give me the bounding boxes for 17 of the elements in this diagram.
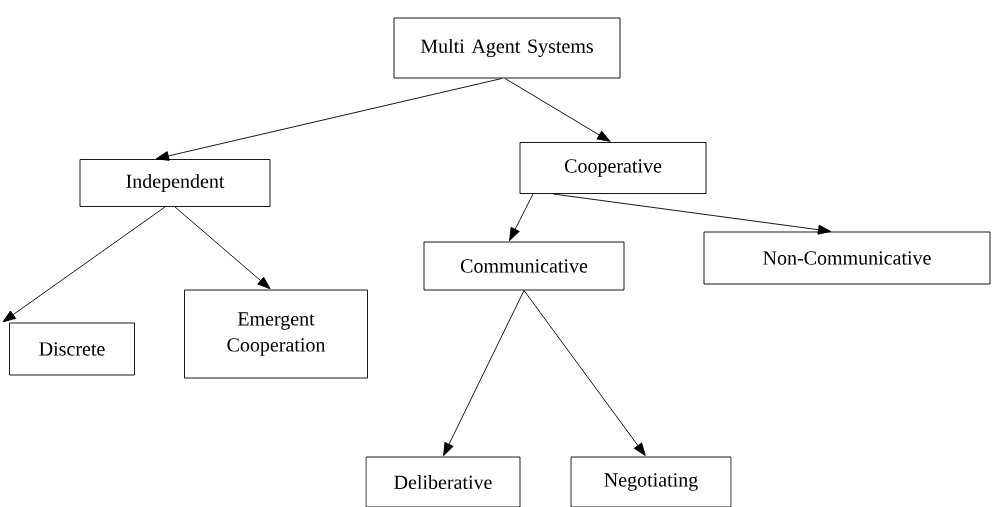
category-box: Emergent Cooperation	[184, 289, 368, 379]
category-box: Negotiating	[570, 456, 732, 507]
category-box: Discrete	[9, 322, 135, 376]
category-box: Multi Agent Systems	[393, 17, 621, 79]
category-box: Non-Communicative	[703, 231, 991, 285]
category-box: Deliberative	[365, 456, 521, 507]
category-box: Communicative	[423, 241, 625, 291]
category-box: Independent	[79, 159, 271, 207]
arrow	[552, 193, 832, 235]
arrow	[2, 206, 166, 323]
arrow	[523, 290, 646, 456]
arrow	[509, 193, 534, 241]
category-box: Cooperative	[519, 142, 707, 194]
arrow	[174, 206, 271, 290]
arrow	[504, 78, 611, 142]
arrow	[443, 290, 525, 456]
arrow	[155, 78, 503, 161]
